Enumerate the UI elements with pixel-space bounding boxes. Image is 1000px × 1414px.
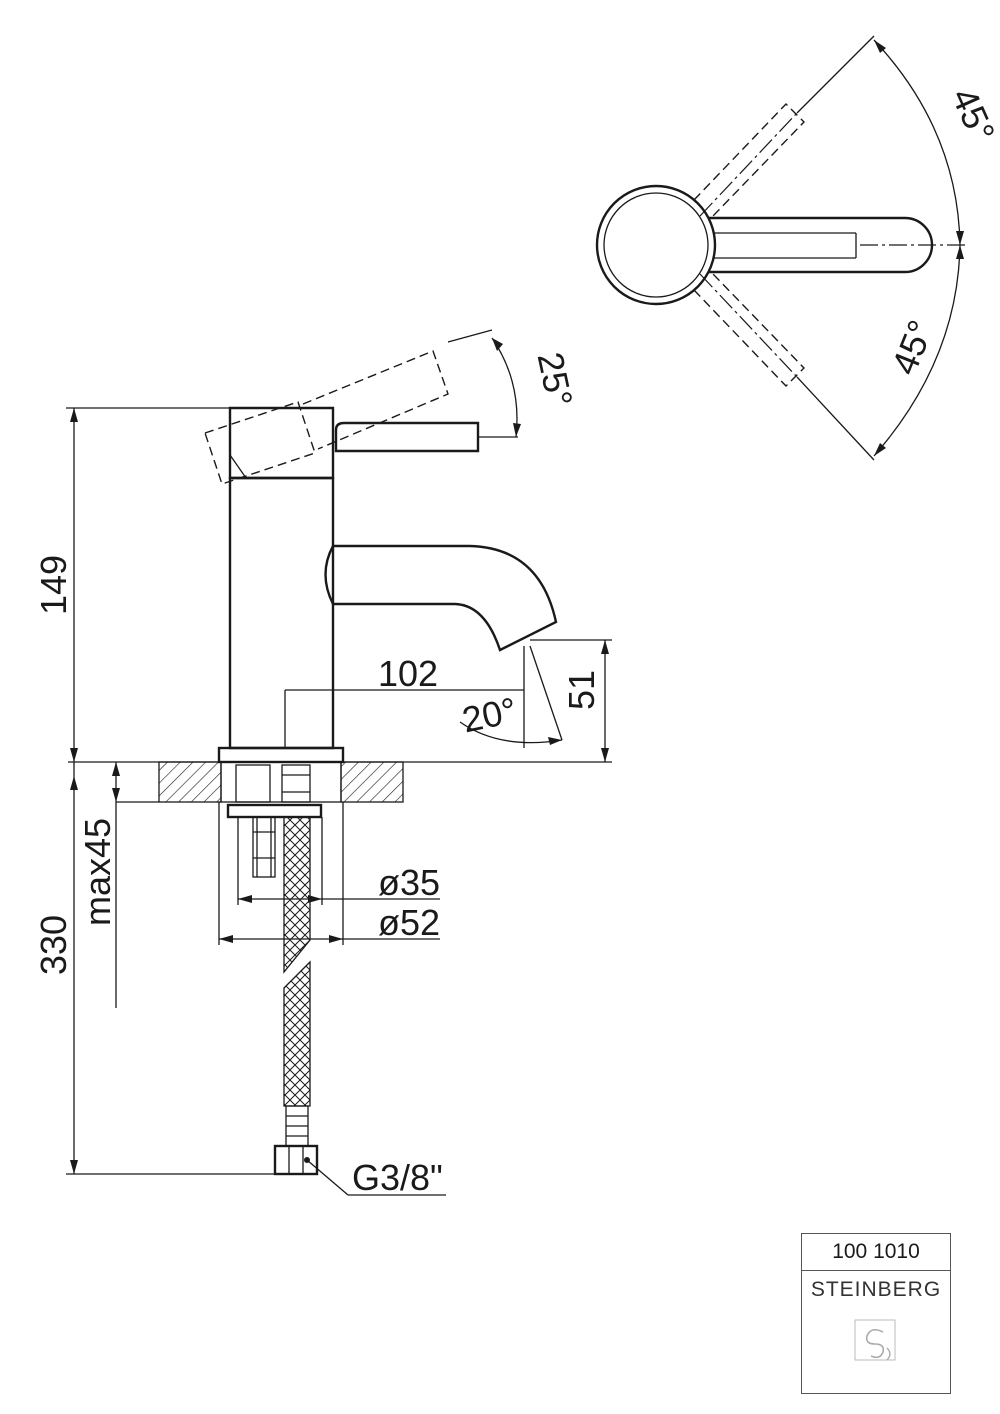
dim-dia-outer: ø52 bbox=[378, 902, 440, 943]
top-view-body-outer bbox=[595, 184, 717, 306]
lever-handle-tilted bbox=[204, 350, 449, 485]
faucet-body bbox=[228, 476, 335, 750]
counter-right-hatch bbox=[340, 761, 404, 803]
brand-name: STEINBERG bbox=[810, 1278, 942, 1301]
supply-hose-lower bbox=[283, 960, 311, 1107]
connection-nut bbox=[273, 1144, 319, 1176]
steinberg-logo-icon bbox=[854, 1319, 896, 1361]
dim-connection: G3/8" bbox=[352, 1157, 443, 1198]
dim-below-counter: 330 bbox=[33, 915, 74, 975]
dim-spout-reach: 102 bbox=[378, 653, 438, 694]
top-view-lever-rotated-down bbox=[693, 273, 805, 388]
dim-spout-angle: 20° bbox=[459, 689, 521, 740]
base-ring bbox=[217, 746, 345, 764]
top-view-body-inner bbox=[603, 192, 709, 298]
dim-max-thickness: max45 bbox=[77, 818, 118, 926]
cartridge-cap bbox=[228, 406, 335, 480]
dimension-lines bbox=[66, 329, 612, 1196]
counter-section bbox=[68, 761, 612, 1176]
counter-left-hatch bbox=[158, 761, 222, 803]
faucet-side-view bbox=[204, 350, 558, 764]
top-view-lever-rotated-up bbox=[693, 102, 805, 217]
dim-dia-inner: ø35 bbox=[378, 862, 440, 903]
dim-rotation-lower: 45° bbox=[883, 314, 941, 380]
title-block: 100 1010 STEINBERG bbox=[801, 1233, 951, 1394]
spout bbox=[333, 544, 558, 652]
lever-handle bbox=[334, 421, 480, 453]
dim-rotation-upper: 45° bbox=[944, 82, 1000, 148]
dim-total-height: 149 bbox=[33, 555, 74, 615]
faucet-top-view bbox=[595, 35, 965, 461]
dim-lever-tilt: 25° bbox=[530, 349, 581, 411]
supply-hose bbox=[283, 816, 311, 974]
dim-spout-height: 51 bbox=[561, 670, 602, 710]
article-number: 100 1010 bbox=[802, 1234, 950, 1271]
